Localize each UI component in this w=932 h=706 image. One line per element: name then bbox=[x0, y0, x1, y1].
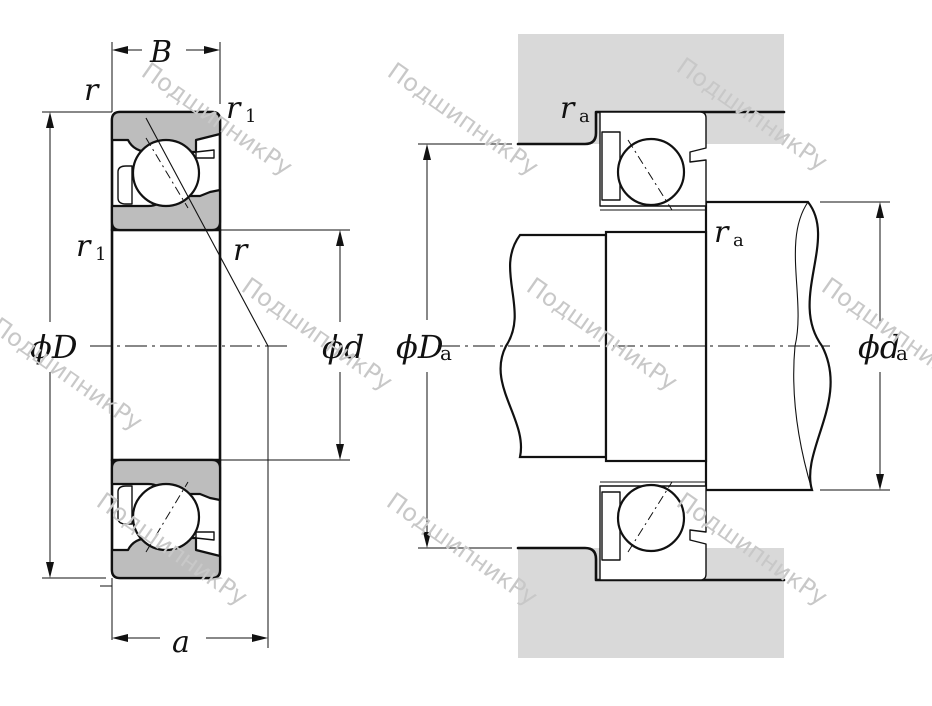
label-phiDa-sub: a bbox=[440, 341, 452, 365]
label-phida-sub: a bbox=[896, 341, 908, 365]
ball-bottom bbox=[131, 482, 201, 552]
label-r1-top: r bbox=[226, 91, 242, 126]
watermark-5: ПодшипникРу bbox=[237, 272, 398, 396]
label-ra-housing-sub: a bbox=[579, 106, 590, 127]
outer-ring-top bbox=[110, 110, 222, 154]
label-ra-shaft-sub: a bbox=[733, 230, 744, 251]
label-ra-shaft: r bbox=[714, 215, 730, 250]
label-r1-top-sub: 1 bbox=[245, 106, 256, 127]
bearing-section-view bbox=[42, 42, 350, 648]
label-r-outer: r bbox=[84, 73, 100, 108]
label-phid: ϕd bbox=[322, 328, 364, 366]
label-a: a bbox=[172, 625, 190, 660]
outer-ring-bottom bbox=[110, 536, 222, 580]
label-r-bore: r bbox=[233, 233, 249, 268]
dim-housing-diameter bbox=[418, 143, 512, 549]
housing-bottom-edge bbox=[516, 546, 786, 582]
mounted-bearing bbox=[599, 111, 707, 581]
housing-top-edge bbox=[516, 110, 786, 146]
label-phiDa: ϕD bbox=[396, 328, 443, 366]
mounted-ball-bottom bbox=[616, 483, 686, 553]
label-r1-left: r bbox=[76, 229, 92, 264]
label-r1-left-sub: 1 bbox=[95, 244, 106, 265]
label-phida: ϕd bbox=[858, 328, 900, 366]
mounting-view bbox=[418, 34, 890, 658]
label-ra-housing: r bbox=[560, 91, 576, 126]
labels: B r r 1 r 1 r ϕD ϕd a r a r a ϕD a ϕd a bbox=[30, 35, 908, 660]
dim-bore-diameter bbox=[220, 229, 350, 461]
label-phiD: ϕD bbox=[30, 328, 77, 366]
cage-top bbox=[117, 149, 215, 205]
contact-line bbox=[145, 117, 269, 347]
ball-top bbox=[131, 138, 201, 208]
label-B: B bbox=[149, 35, 172, 70]
cage-bottom bbox=[117, 485, 215, 541]
mounted-ball-top bbox=[616, 137, 686, 207]
dim-outer-diameter bbox=[42, 111, 106, 579]
watermark-7: ПодшипникРу bbox=[817, 272, 932, 396]
dim-load-center bbox=[112, 346, 269, 648]
dim-shaft-diameter bbox=[820, 201, 890, 491]
